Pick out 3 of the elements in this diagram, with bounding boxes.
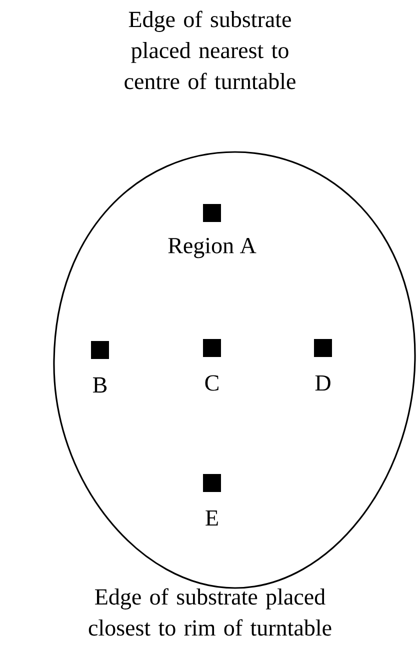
substrate-outline — [53, 151, 416, 589]
edge-note: Edge of substrate placed nearest to centre of turntable — [124, 10, 296, 90]
edge-note: Edge of substrate placed closest to rim of turntable — [88, 588, 332, 636]
